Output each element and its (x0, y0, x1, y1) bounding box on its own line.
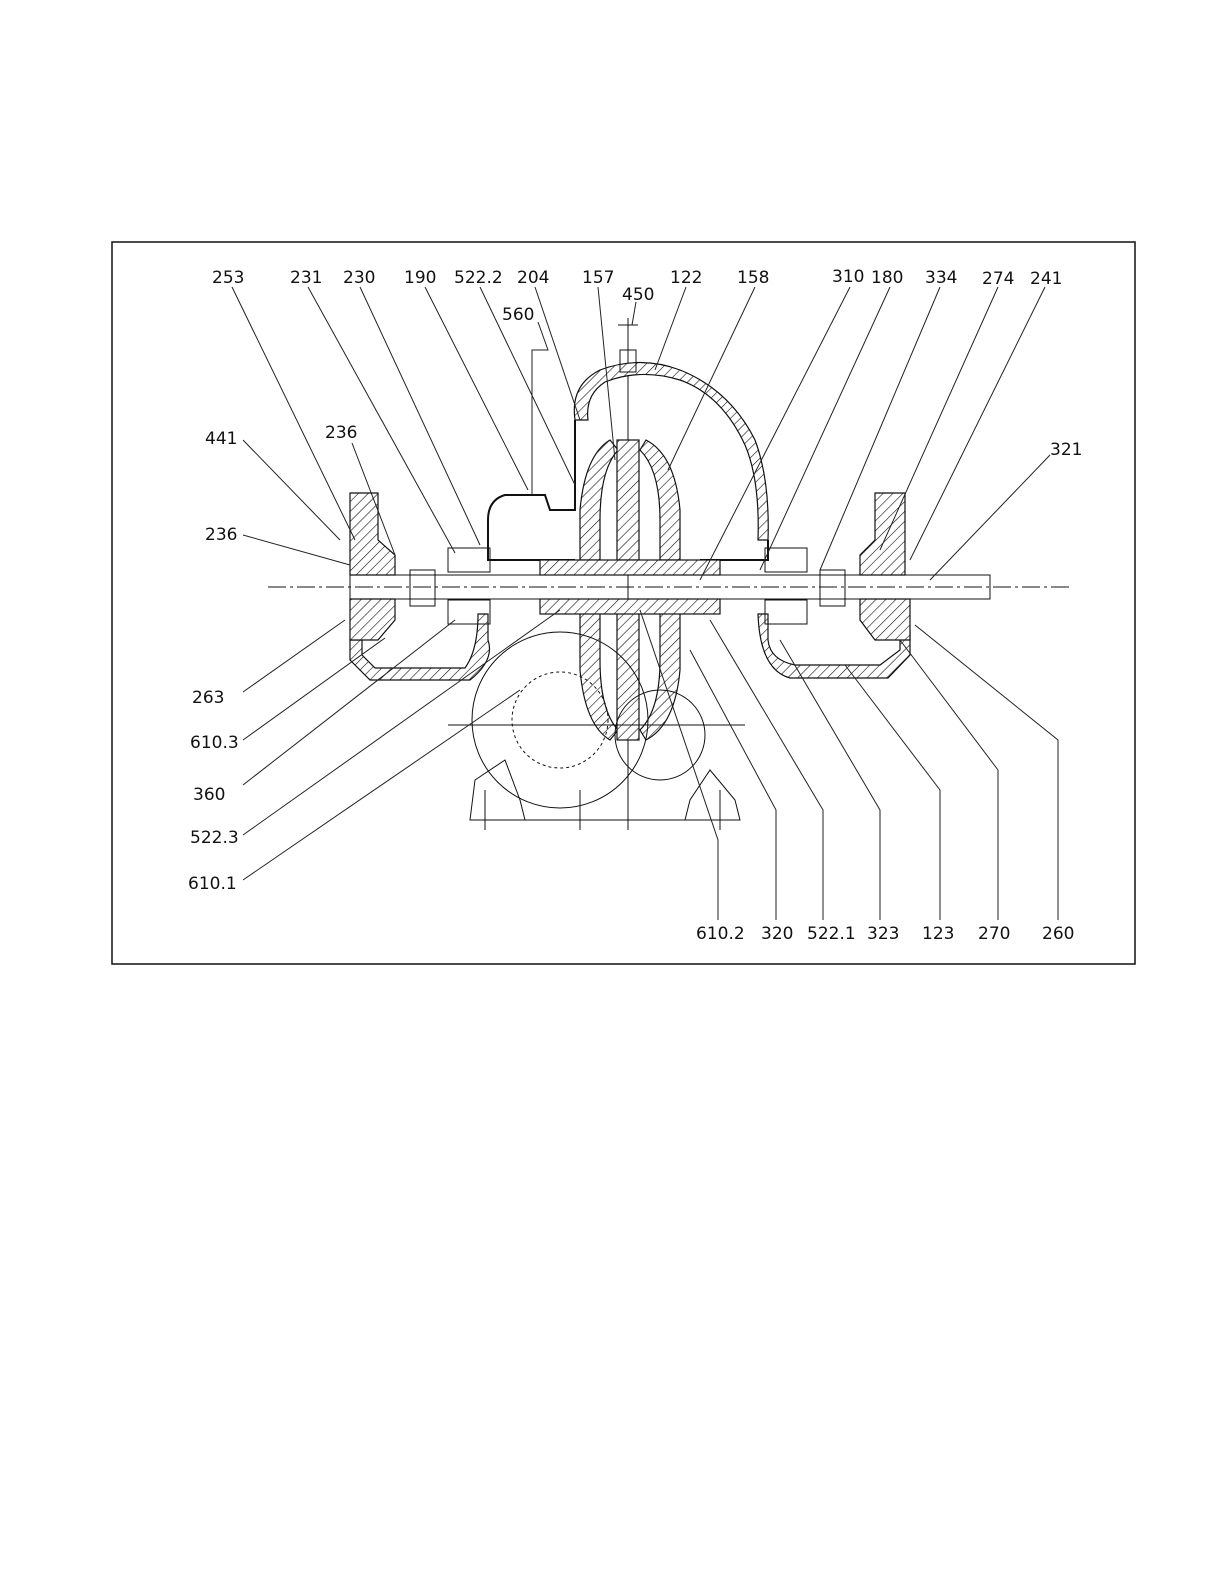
foot-left (470, 760, 525, 820)
label-522-3: 522.3 (190, 828, 239, 848)
label-253: 253 (212, 268, 244, 288)
label-231: 231 (290, 268, 322, 288)
label-610-2: 610.2 (696, 924, 745, 944)
label-321: 321 (1050, 440, 1082, 460)
impeller-upper (580, 440, 618, 560)
label-230: 230 (343, 268, 375, 288)
label-236-upper: 236 (325, 423, 357, 443)
label-522-1: 522.1 (807, 924, 856, 944)
label-334: 334 (925, 268, 957, 288)
label-323: 323 (867, 924, 899, 944)
label-122: 122 (670, 268, 702, 288)
impeller-lower (580, 610, 618, 740)
label-450: 450 (622, 285, 654, 305)
bearing-housing-left (350, 493, 395, 575)
label-610-3: 610.3 (190, 733, 239, 753)
label-270: 270 (978, 924, 1010, 944)
label-158: 158 (737, 268, 769, 288)
label-123: 123 (922, 924, 954, 944)
label-441: 441 (205, 429, 237, 449)
label-274: 274 (982, 269, 1014, 289)
label-190: 190 (404, 268, 436, 288)
foot-right (685, 770, 740, 820)
bearing-housing-right (860, 493, 905, 575)
label-263: 263 (192, 688, 224, 708)
label-610-1: 610.1 (188, 874, 237, 894)
label-360: 360 (193, 785, 225, 805)
label-204: 204 (517, 268, 549, 288)
label-241: 241 (1030, 269, 1062, 289)
label-260: 260 (1042, 924, 1074, 944)
label-522-2: 522.2 (454, 268, 503, 288)
label-320: 320 (761, 924, 793, 944)
label-180: 180 (871, 268, 903, 288)
label-310: 310 (832, 267, 864, 287)
label-157: 157 (582, 268, 614, 288)
label-560: 560 (502, 305, 534, 325)
label-236-lower: 236 (205, 525, 237, 545)
